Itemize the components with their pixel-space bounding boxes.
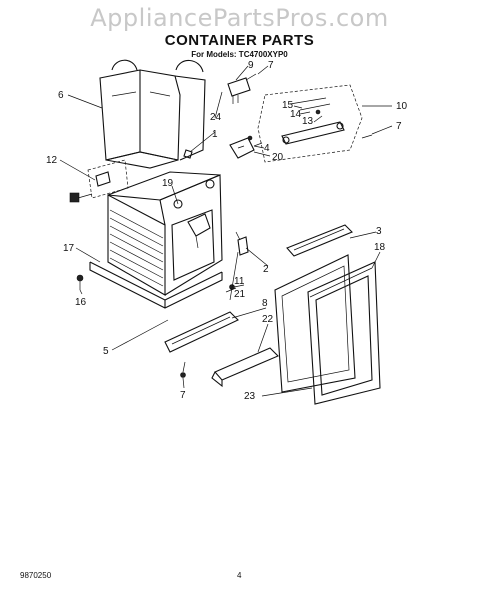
callout-22: 22 [262, 314, 274, 325]
callout-23: 23 [244, 391, 256, 402]
callout-24: 24 [210, 112, 222, 123]
callout-8: 8 [262, 298, 268, 309]
callout-19: 19 [162, 178, 174, 189]
part-door-panel [274, 254, 356, 393]
callout-1: 1 [212, 129, 218, 140]
callout-21: 21 [234, 289, 246, 300]
callout-2: 2 [263, 264, 269, 275]
part-actuator-block [229, 135, 263, 159]
callout-11: 11 [234, 276, 245, 287]
document-number: 9870250 [20, 571, 52, 580]
callout-3: 3 [376, 226, 382, 237]
callout-13: 13 [302, 116, 314, 127]
part-drawer-front [164, 311, 239, 353]
part-clip [237, 236, 249, 256]
part-switch [227, 73, 257, 104]
callout-6: 6 [58, 90, 64, 101]
part-door-gasket [307, 261, 381, 405]
part-top-rail-assembly [257, 84, 373, 163]
watermark: AppliancePartsPros.com [90, 4, 389, 32]
callout-18: 18 [374, 242, 386, 253]
part-container-body [89, 171, 223, 309]
callout-9: 9 [248, 60, 254, 71]
callout-7-right: 7 [396, 121, 402, 132]
part-handle-rail [286, 224, 353, 257]
leader-lines [59, 65, 393, 397]
hardware-screws [76, 149, 245, 378]
callout-7-bottom: 7 [180, 390, 186, 401]
models-line: For Models: TC4700XYP0 [191, 50, 288, 59]
part-drawer-handle [211, 347, 279, 388]
callout-labels: 6 12 17 16 5 9 7 24 1 4 20 19 10 7 15 14… [46, 60, 408, 402]
callout-17: 17 [63, 243, 75, 254]
callout-5: 5 [103, 346, 109, 357]
callout-7-top: 7 [268, 60, 274, 71]
part-bag [99, 59, 206, 169]
callout-10: 10 [396, 101, 408, 112]
callout-14: 14 [290, 109, 302, 120]
callout-12: 12 [46, 155, 58, 166]
callout-20: 20 [272, 152, 284, 163]
page-title: CONTAINER PARTS [164, 32, 315, 49]
callout-15: 15 [282, 100, 294, 111]
callout-16: 16 [75, 297, 87, 308]
page-number: 4 [237, 571, 242, 580]
callout-4: 4 [264, 143, 270, 154]
